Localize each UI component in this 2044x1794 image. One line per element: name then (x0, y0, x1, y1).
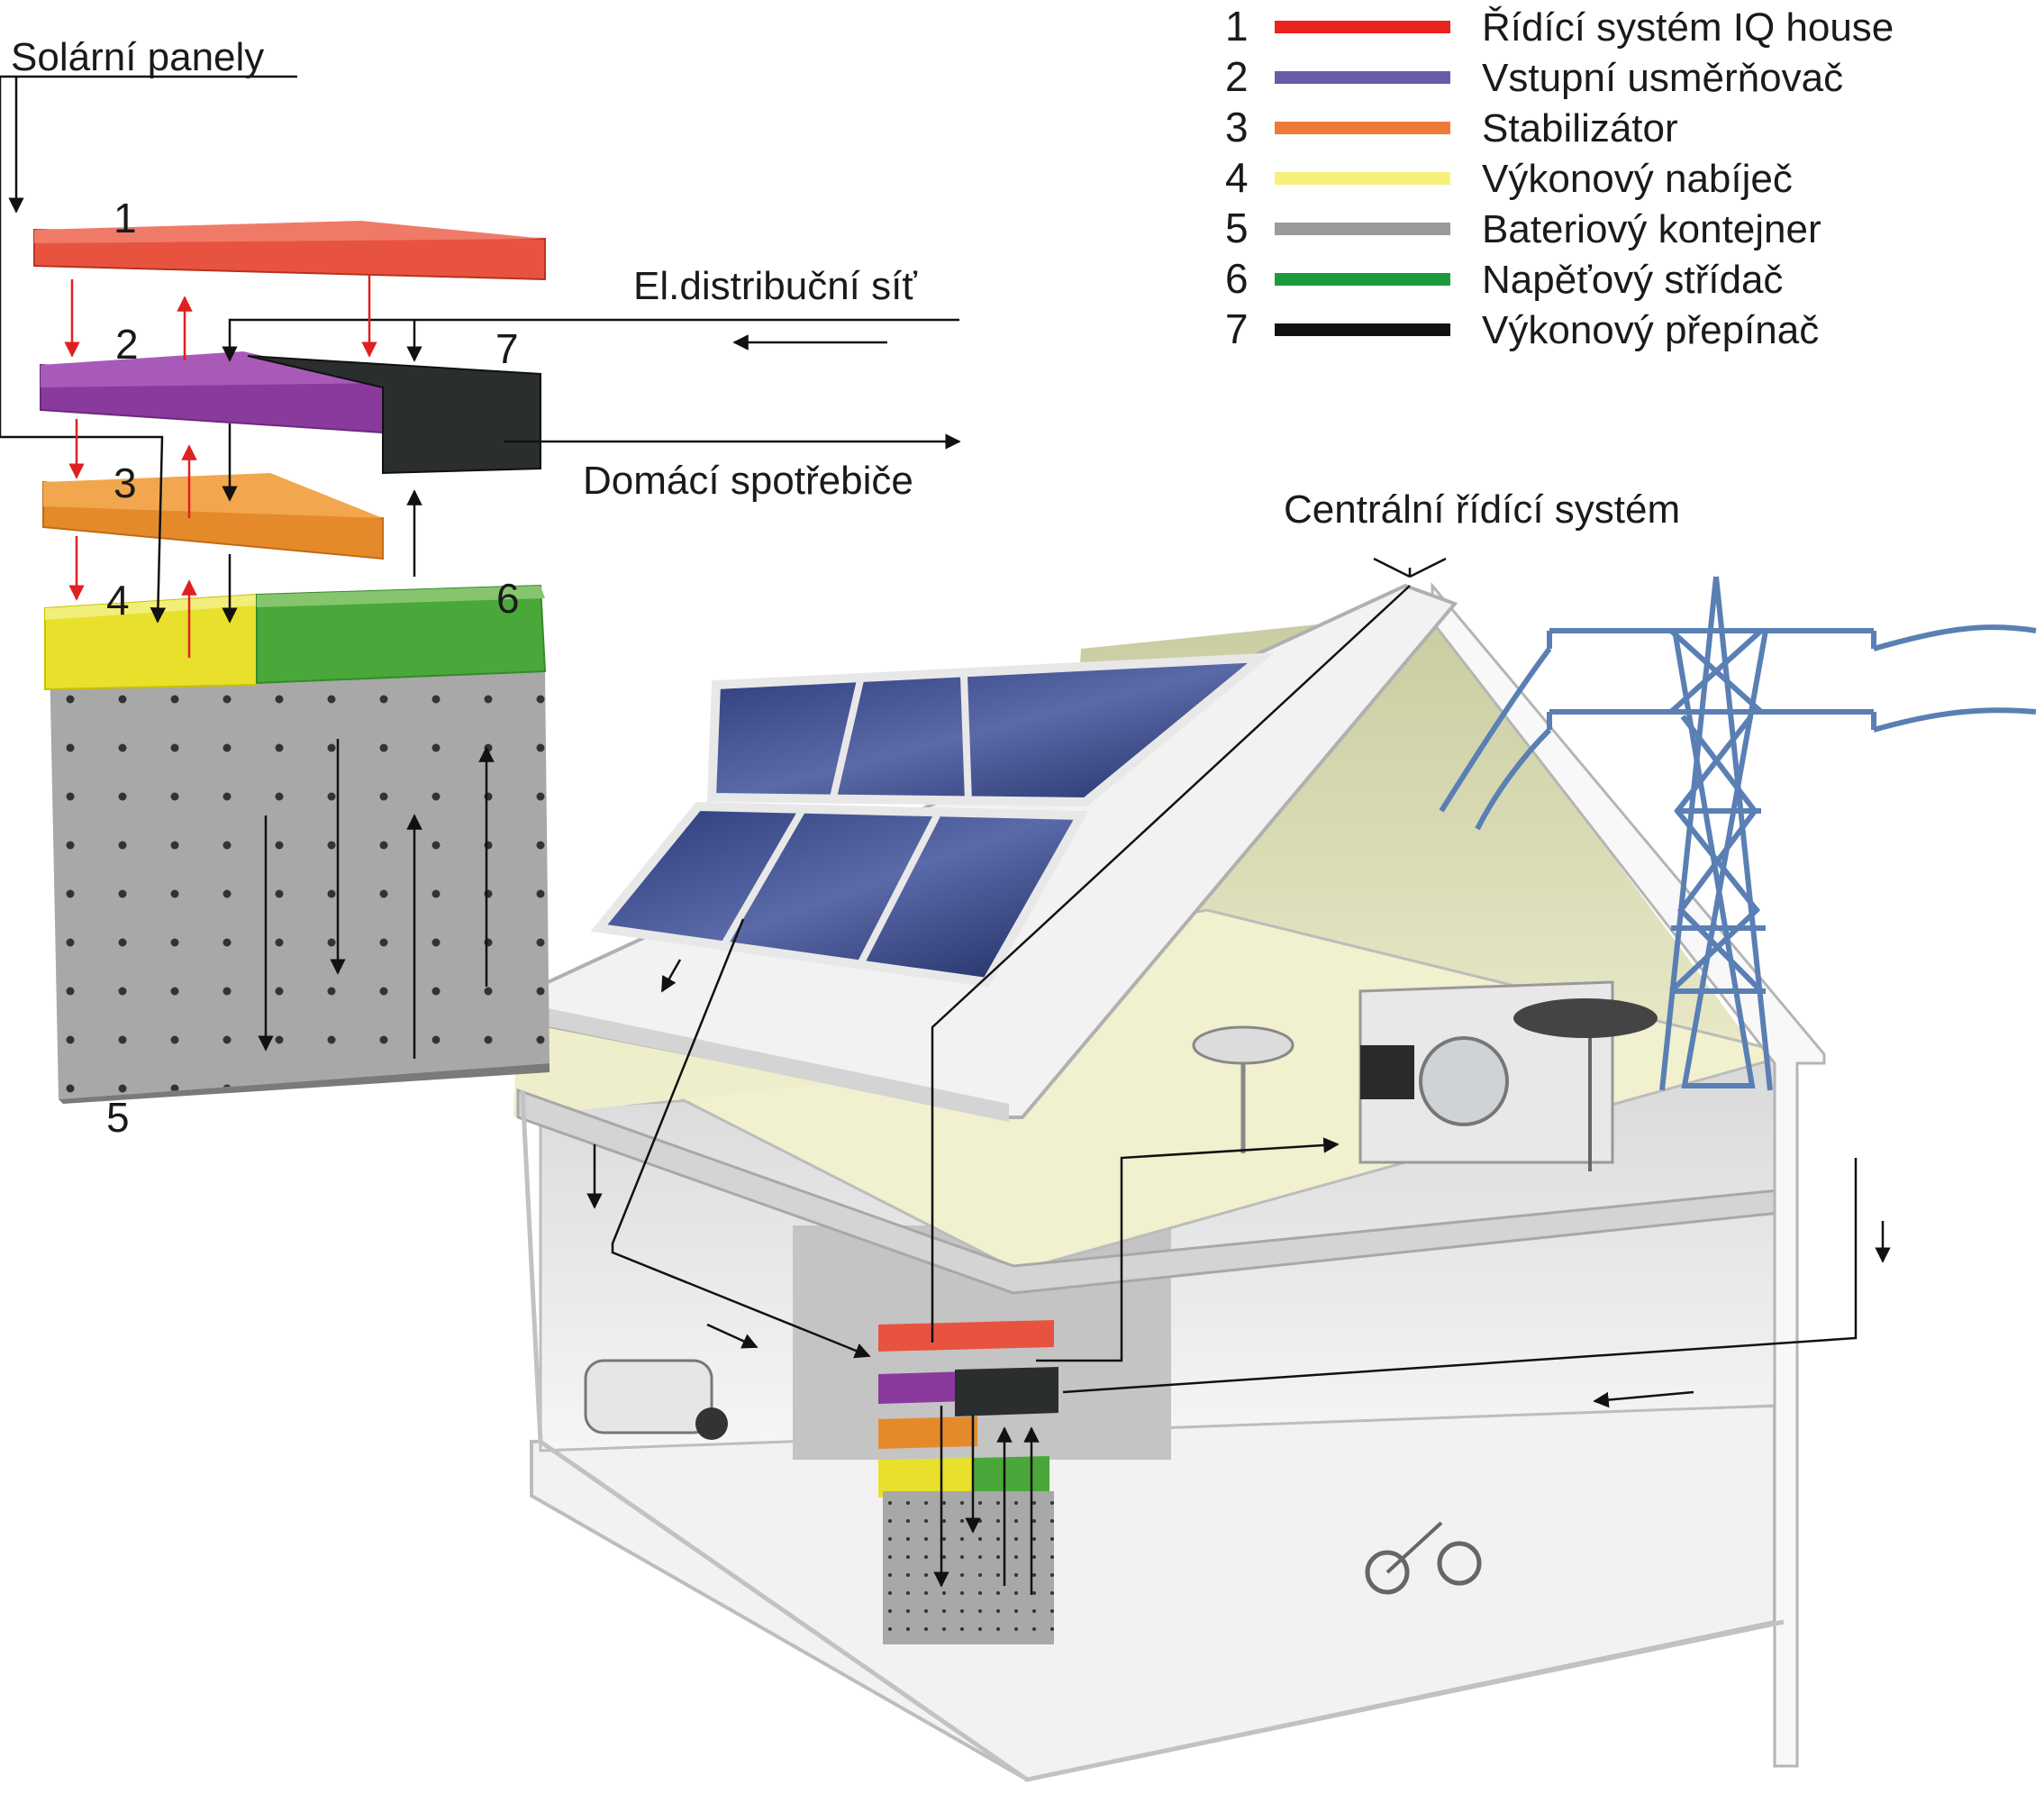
legend-swatch (1275, 71, 1450, 84)
battery-container-5 (50, 658, 550, 1104)
stack-number-1: 1 (114, 195, 137, 241)
exploded-equipment-stack (33, 221, 550, 1104)
legend-label: Řídící systém IQ house (1482, 5, 1894, 50)
legend-number: 7 (1225, 305, 1249, 352)
legend-number: 1 (1225, 3, 1249, 50)
house-equipment-stack (878, 1320, 1058, 1644)
ground-floor-floor (530, 1403, 1776, 1782)
stack-number-3: 3 (114, 460, 137, 506)
stack-number-7: 7 (495, 325, 519, 372)
legend-label: Výkonový nabíječ (1482, 157, 1793, 201)
legend-label: Výkonový přepínač (1482, 308, 1819, 352)
attic-appliances (1192, 980, 1658, 1171)
legend-swatch (1275, 122, 1450, 134)
legend-label: Vstupní usměrňovač (1482, 56, 1843, 100)
legend-label: Stabilizátor (1482, 106, 1678, 150)
legend-label: Napěťový střídač (1482, 258, 1783, 302)
legend-item: 6 Napěťový střídač (1225, 255, 1783, 302)
legend-swatch (1275, 223, 1450, 235)
legend-swatch (1275, 172, 1450, 185)
label-grid: El.distribuční síť (633, 264, 917, 308)
label-solar-panels: Solární panely (11, 35, 264, 79)
legend-item: 4 Výkonový nabíječ (1225, 154, 1793, 201)
house-left-outline (520, 1089, 1785, 1782)
legend-item: 1 Řídící systém IQ house (1225, 3, 1894, 50)
legend-number: 2 (1225, 53, 1249, 100)
stack-number-2: 2 (115, 321, 139, 368)
legend-item: 5 Bateriový kontejner (1225, 205, 1821, 251)
legend-swatch (1275, 21, 1450, 33)
legend-item: 3 Stabilizátor (1225, 104, 1678, 150)
roof-edge (509, 1000, 1009, 1122)
label-appliances: Domácí spotřebiče (583, 459, 913, 503)
legend-number: 5 (1225, 205, 1249, 251)
stack-number-5: 5 (106, 1094, 130, 1141)
stack-number-6: 6 (496, 575, 520, 622)
power-pylon (1439, 576, 2037, 1091)
legend-swatch (1275, 273, 1450, 286)
switch-block-7 (247, 355, 541, 475)
stack-number-4: 4 (106, 577, 130, 624)
right-gable-frame (1431, 581, 1826, 1768)
legend-number: 6 (1225, 255, 1249, 302)
ground-floor-items (584, 1359, 1482, 1595)
flow-arrows (0, 75, 1891, 1595)
house (507, 581, 1826, 1782)
legend-item: 7 Výkonový přepínač (1225, 305, 1819, 352)
legend-number: 4 (1225, 154, 1249, 201)
label-central-control: Centrální řídící systém (1284, 487, 1680, 532)
diagram-labels: Solární panely El.distribuční síť Domácí… (11, 35, 1680, 1141)
legend: 1 Řídící systém IQ house 2 Vstupní usměrňov… (1225, 3, 1894, 352)
legend-number: 3 (1225, 104, 1249, 150)
roof-solar-panels (590, 652, 1275, 988)
legend-label: Bateriový kontejner (1482, 207, 1821, 251)
inverter-block-6 (256, 584, 547, 685)
legend-item: 2 Vstupní usměrňovač (1225, 53, 1843, 100)
legend-swatch (1275, 323, 1450, 336)
